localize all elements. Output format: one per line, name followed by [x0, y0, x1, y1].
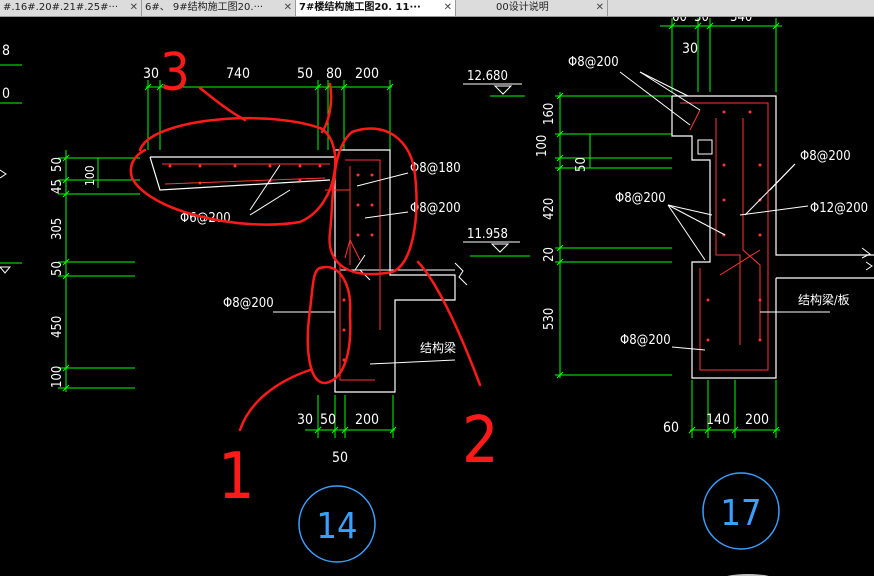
rebar-label: Φ8@200 — [410, 201, 461, 216]
dimension-text: 200 — [745, 412, 769, 428]
markup-loop-2 — [328, 127, 418, 276]
dimension-text: 50 — [320, 412, 336, 428]
markup-number: 3 — [160, 43, 190, 103]
close-icon[interactable]: ✕ — [443, 2, 452, 13]
dimension-text: 45 — [50, 179, 65, 194]
cad-drawing-canvas[interactable]: 8 0 30 740 50 80 200 12.680 — [0, 17, 874, 576]
close-icon[interactable]: ✕ — [595, 2, 604, 13]
beam-label: 结构梁/板 — [798, 292, 850, 307]
top-dimension-chain — [660, 18, 782, 92]
dimension-text: 30 — [297, 412, 313, 428]
dimension-text: 305 — [50, 218, 65, 240]
markup-number: 2 — [462, 404, 499, 478]
dimension-text: 100 — [535, 135, 550, 157]
drawing-tab-bar: #.16#.20#.21#.25#··· ✕ 6#、 9#结构施工图20.···… — [0, 0, 874, 17]
dimension-text: 50 — [332, 450, 348, 466]
detail-number-circle — [298, 485, 376, 563]
detail-number: 14 — [316, 506, 357, 547]
dimension-text: 60 — [672, 17, 687, 25]
left-edge-text: 8 — [2, 43, 10, 59]
level-mark: 12.680 — [463, 69, 525, 97]
dimension-text: 100 — [50, 366, 65, 388]
markup-leader-arc — [320, 82, 333, 134]
dimension-text: 50 — [50, 157, 65, 172]
left-edge-text: 0 — [2, 86, 10, 102]
rebar-label: Φ8@200 — [223, 296, 274, 311]
dimension-text: 20 — [542, 247, 557, 262]
leader-lines — [249, 164, 456, 365]
markup-loop-1 — [306, 265, 352, 385]
dimension-text: 50 — [297, 66, 313, 82]
tab-label: #.16#.20#.21#.25#··· — [3, 2, 119, 13]
detail-17: 60 30 340 30 160 100 50 420 20 530 — [535, 17, 874, 550]
dimension-text: 50 — [50, 261, 65, 276]
beam-label: 结构梁 — [420, 340, 456, 355]
dimension-text: 30 — [682, 41, 698, 57]
rebar-dots — [706, 110, 762, 342]
dimension-text: 450 — [50, 316, 65, 338]
rebar-label: Φ8@200 — [615, 191, 666, 206]
level-elevation-mid: 11.958 — [467, 227, 508, 242]
markup-leader-3 — [198, 86, 247, 122]
dimension-text: 100 — [83, 165, 97, 186]
rebar-label: Φ8@200 — [800, 149, 851, 164]
rebar-label: Φ8@200 — [568, 55, 619, 70]
dimension-text: 60 — [663, 420, 679, 436]
dimension-text: 30 — [694, 17, 709, 25]
tab-drawing-1[interactable]: #.16#.20#.21#.25#··· ✕ — [0, 0, 142, 16]
dimension-text: 200 — [355, 412, 379, 428]
markup-leader-2 — [416, 260, 482, 387]
close-icon[interactable]: ✕ — [129, 2, 138, 13]
level-elevation-top: 12.680 — [467, 69, 508, 84]
red-markup-annotations — [129, 82, 482, 432]
left-dimension-chain — [58, 150, 140, 392]
markup-number: 1 — [218, 440, 255, 514]
level-mark: 11.958 — [463, 227, 530, 257]
rebar-lines — [680, 102, 769, 371]
dimension-text: 80 — [326, 66, 342, 82]
left-dimension-chain — [555, 92, 672, 379]
left-edge-fragment: 8 0 — [0, 43, 22, 274]
dimension-text: 30 — [143, 66, 159, 82]
dimension-text: 50 — [574, 157, 589, 172]
markup-loop-3 — [129, 116, 337, 226]
detail-14: 30 740 50 80 200 12.680 50 45 305 50 — [50, 66, 530, 563]
rebar-label: Φ8@200 — [620, 333, 671, 348]
dimension-text: 140 — [706, 412, 730, 428]
rebar-label: Φ12@200 — [810, 201, 868, 216]
section-outline — [671, 95, 874, 379]
close-icon[interactable]: ✕ — [283, 2, 292, 13]
dimension-text: 340 — [730, 17, 752, 25]
bottom-dimension-chain — [305, 395, 397, 438]
detail-number-circle — [702, 472, 780, 550]
detail-number: 17 — [720, 493, 761, 534]
dimension-text: 420 — [542, 198, 557, 220]
tab-label: 7#楼结构施工图20. 11··· — [299, 2, 421, 13]
rebar-label: Φ8@180 — [410, 161, 461, 176]
rebar-dots — [168, 164, 374, 362]
markup-leader-1 — [238, 368, 312, 432]
top-dimension-chain — [144, 80, 394, 150]
tab-label: 6#、 9#结构施工图20.··· — [145, 2, 264, 13]
tab-drawing-3[interactable]: 7#楼结构施工图20. 11··· ✕ — [296, 0, 456, 16]
tab-label: 00设计说明 — [496, 2, 549, 13]
bottom-dimension-chain — [688, 380, 780, 438]
section-outline — [149, 149, 456, 393]
tab-design-notes[interactable]: 00设计说明 ✕ — [456, 0, 608, 16]
dimension-text: 200 — [355, 66, 379, 82]
dimension-text: 160 — [542, 103, 557, 125]
dimension-text: 740 — [226, 66, 250, 82]
leader-lines — [619, 71, 830, 351]
dimension-text: 530 — [542, 308, 557, 330]
tab-drawing-2[interactable]: 6#、 9#结构施工图20.··· ✕ — [142, 0, 296, 16]
